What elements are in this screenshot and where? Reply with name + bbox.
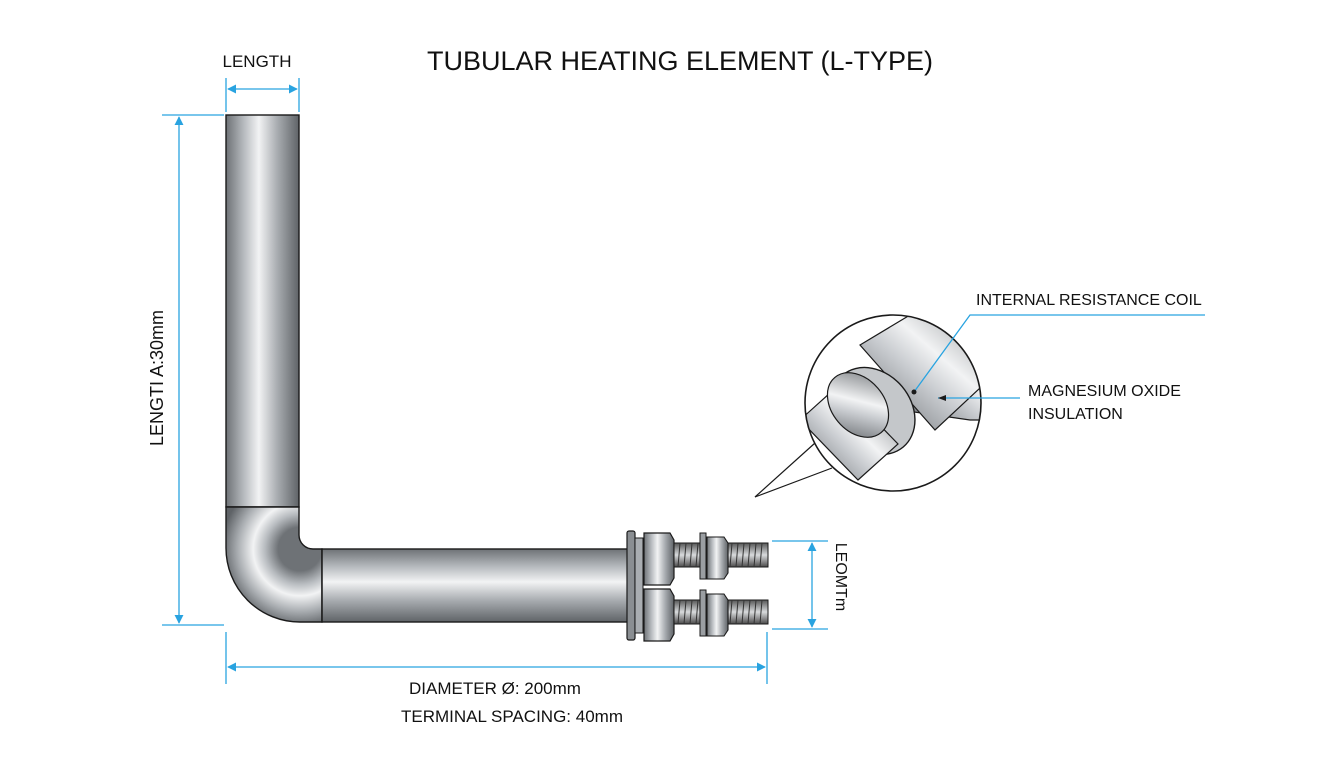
terminal-spacing-label: TERMINAL SPACING: 40mm [401, 707, 623, 726]
horizontal-tube [321, 548, 629, 623]
top-dimension [225, 78, 300, 112]
right-dimension [772, 540, 828, 630]
diameter-label: DIAMETER Ø: 200mm [409, 679, 581, 698]
callout-insulation-line2: INSULATION [1028, 406, 1123, 423]
left-dimension-label: LENGTI A:30mm [147, 310, 167, 446]
callout-lines [911, 314, 1205, 401]
tube-bend [225, 506, 323, 623]
terminal-assembly [626, 530, 769, 642]
callout-insulation-line1: MAGNESIUM OXIDE [1028, 383, 1181, 400]
diagram-title: TUBULAR HEATING ELEMENT (L-TYPE) [427, 46, 933, 76]
vertical-tube [225, 114, 300, 508]
callout-resistance-coil: INTERNAL RESISTANCE COIL [976, 292, 1202, 309]
top-dimension-label: LENGTH [223, 52, 292, 71]
left-dimension [162, 114, 224, 626]
right-dimension-label: LEOMTm [832, 543, 849, 611]
bottom-dimension [225, 632, 768, 684]
